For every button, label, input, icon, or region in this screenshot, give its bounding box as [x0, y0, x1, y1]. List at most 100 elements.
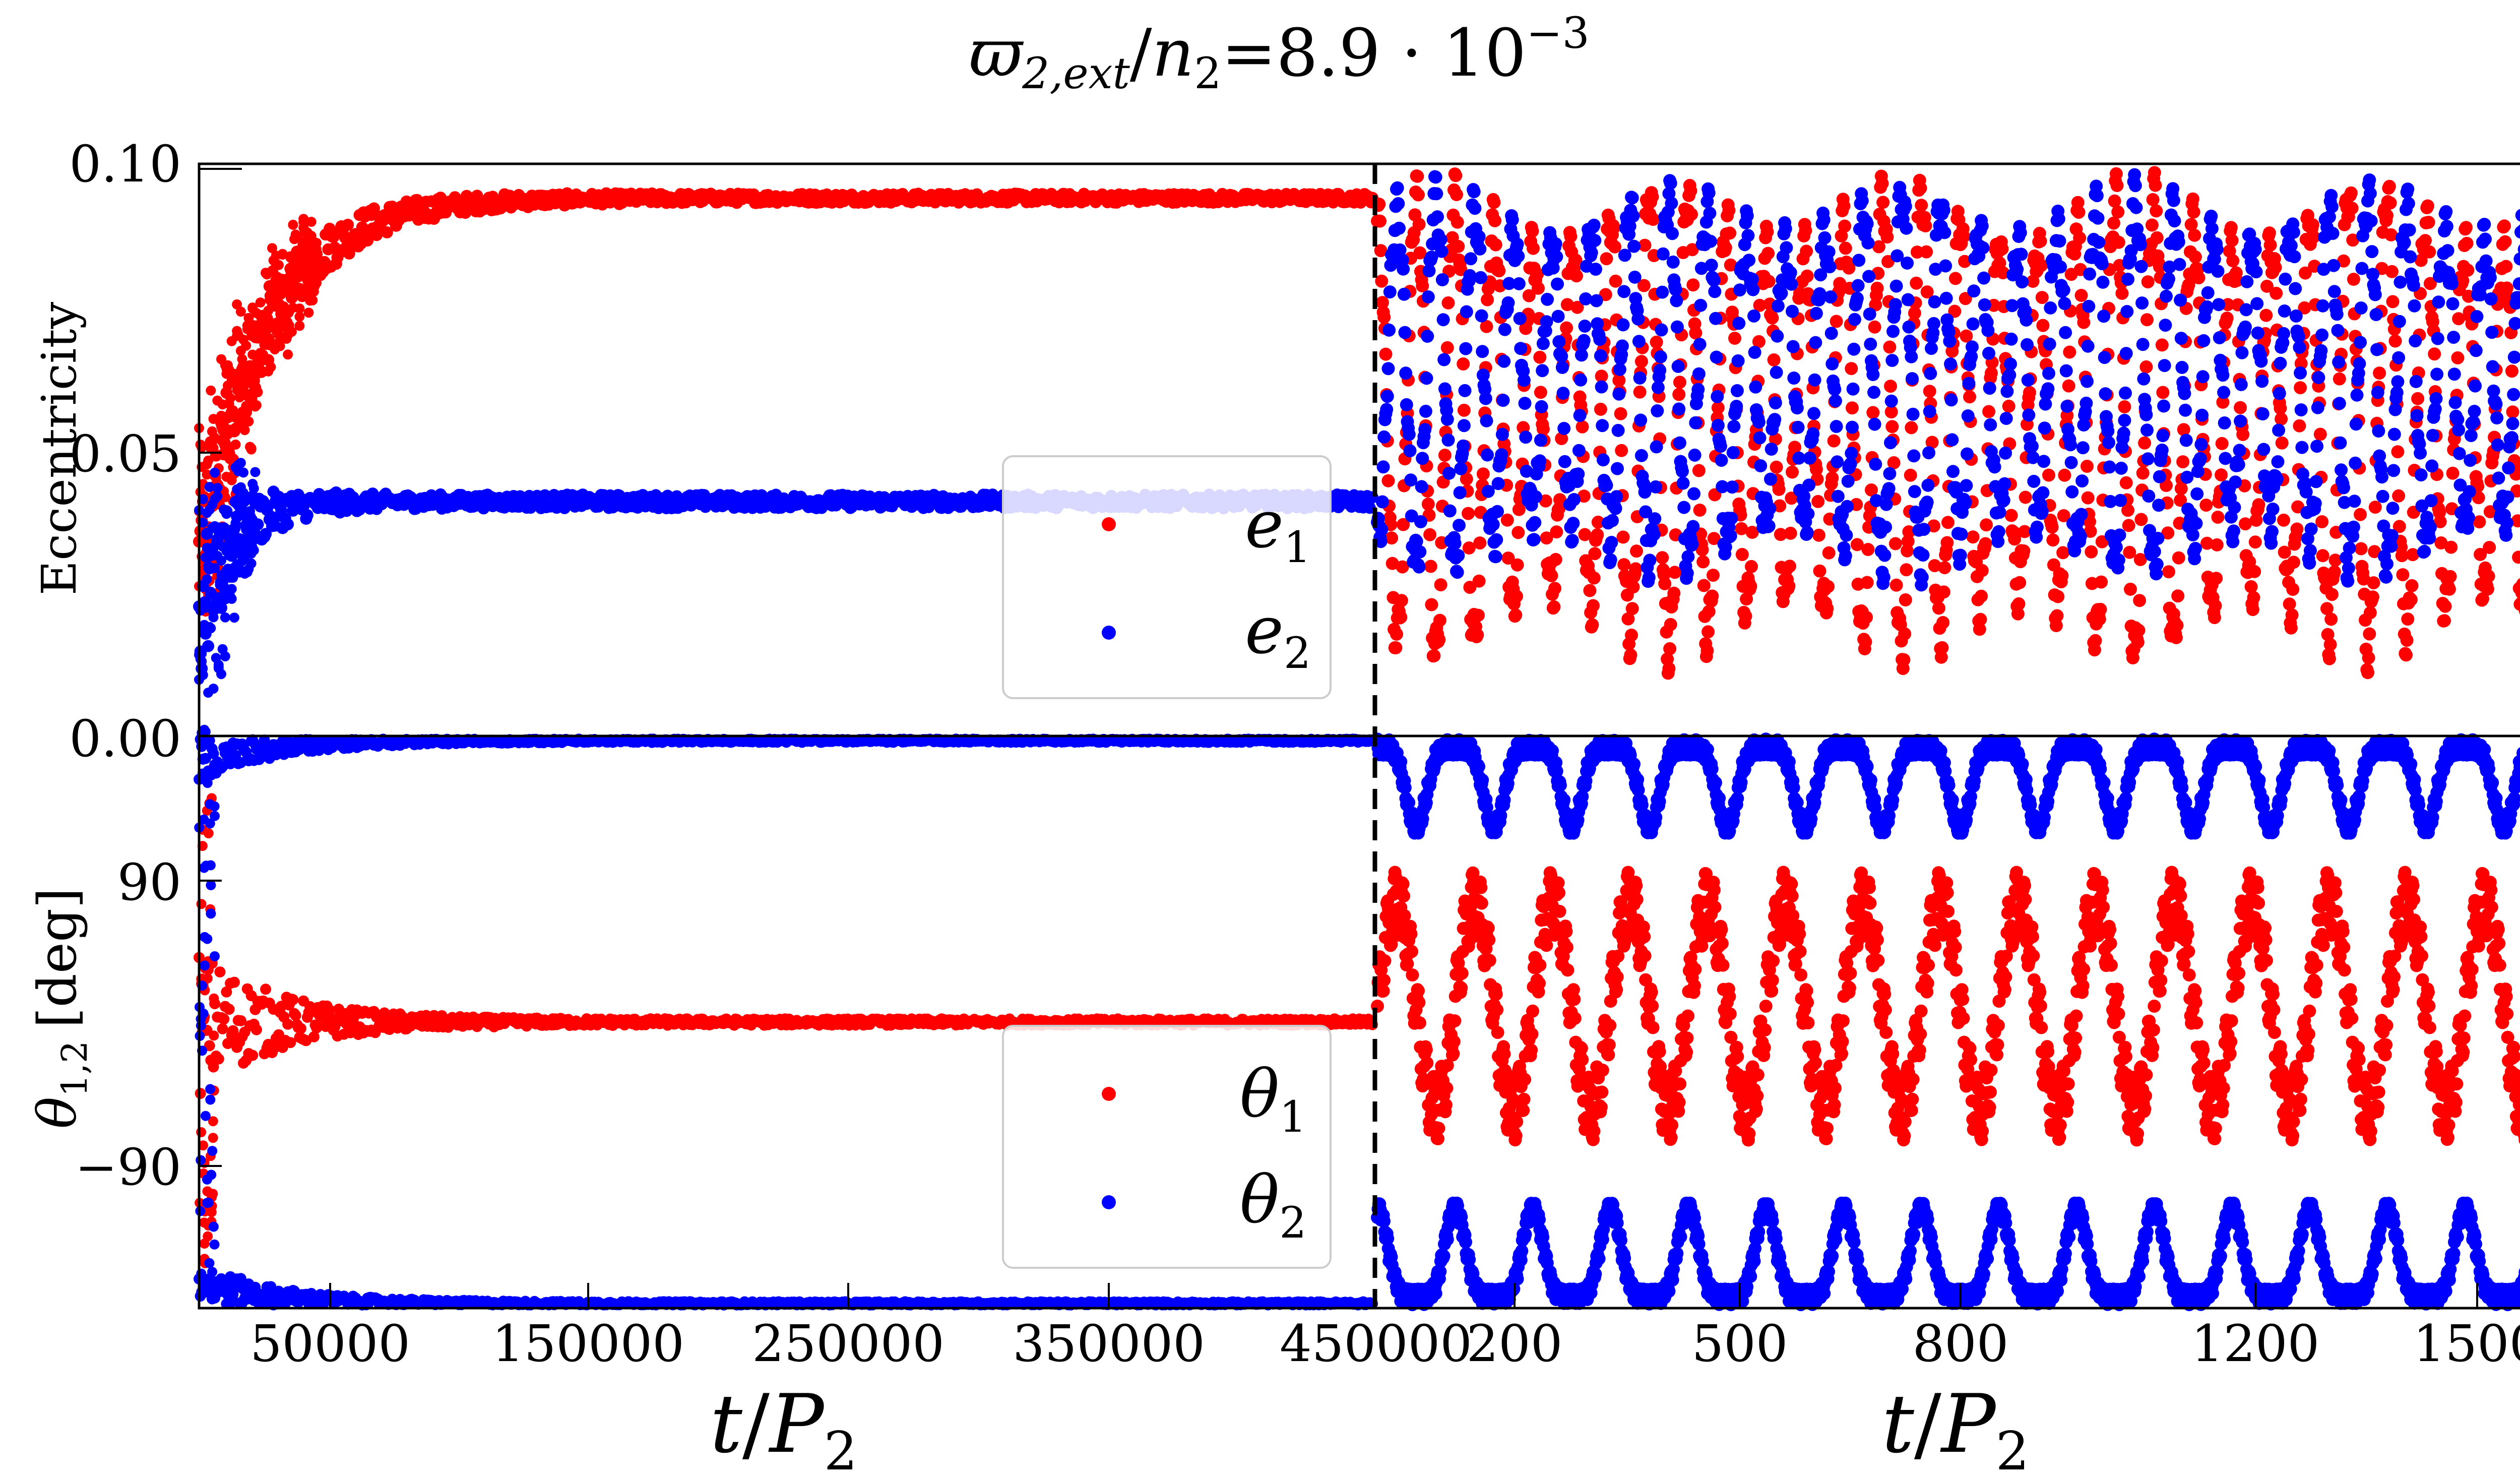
series-e2-short-point: [1916, 548, 1930, 562]
series-e1-short-point: [1697, 579, 1711, 592]
series-e1-short-point: [1576, 420, 1589, 434]
series-e1-short-point: [2072, 206, 2086, 219]
series-e2-short-point: [1458, 384, 1472, 397]
series-e1-short-point: [2506, 405, 2519, 419]
series-e2-short-point: [1448, 537, 1462, 550]
title-omega-sub: 2,ext: [1022, 49, 1130, 99]
series-e2-short-point: [2162, 272, 2175, 286]
series-e2-short-point: [2217, 386, 2231, 399]
series-e2-long-point: [208, 612, 219, 623]
series-e2-short-point: [1967, 284, 1981, 298]
series-e2-short-point: [1686, 520, 1700, 533]
series-e2-short-point: [2342, 562, 2355, 575]
series-e2-short-point: [1648, 512, 1662, 526]
series-e2-short-point: [1511, 250, 1525, 263]
series-e2-short-point: [1527, 533, 1541, 546]
series-e2-short-point: [1846, 420, 1859, 434]
series-e1-short-point: [1963, 390, 1976, 404]
series-e2-short-point: [1705, 259, 1718, 272]
series-e2-short-point: [1704, 234, 1717, 248]
series-e2-short-point: [2452, 447, 2466, 460]
series-e2-long-point: [221, 509, 232, 519]
series-e2-short-point: [1528, 516, 1542, 529]
series-e1-short-point: [2192, 271, 2206, 285]
series-e2-short-point: [1867, 386, 1880, 399]
series-e2-short-point: [2216, 368, 2230, 382]
series-e2-short-point: [2347, 520, 2360, 534]
series-e2-short-point: [2447, 367, 2461, 381]
series-e2-short-point: [1803, 451, 1816, 465]
series-e2-short-point: [2035, 505, 2049, 518]
series-e2-short-point: [1927, 317, 1940, 330]
series-e2-short-point: [1578, 320, 1592, 333]
series-e2-short-point: [2409, 334, 2422, 348]
series-e2-short-point: [1823, 260, 1837, 274]
series-e1-short-point: [2112, 235, 2125, 249]
series-e1-short-point: [1411, 169, 1424, 183]
series-e2-short-point: [2153, 470, 2166, 483]
series-e2-short-point: [1889, 279, 1903, 293]
series-e2-short-point: [1412, 560, 1426, 574]
series-e2-short-point: [2091, 211, 2105, 225]
series-e2-short-point: [1587, 218, 1601, 232]
series-e2-short-point: [2158, 359, 2171, 373]
series-e2-short-point: [2410, 409, 2424, 422]
series-e2-short-point: [1585, 246, 1598, 260]
series-e2-short-point: [1375, 495, 1389, 509]
series-e2-short-point: [1615, 339, 1629, 353]
series-e2-short-point: [2218, 416, 2231, 429]
series-e2-short-point: [1790, 401, 1804, 415]
series-e1-short-point: [2438, 614, 2451, 628]
series-e2-short-point: [1879, 520, 1893, 534]
series-e2-short-point: [1998, 477, 2011, 490]
series-e2-short-point: [2213, 331, 2226, 344]
series-e1-long-point: [471, 190, 483, 202]
series-e1-short-point: [2081, 460, 2094, 473]
series-e1-short-point: [1995, 242, 2009, 256]
series-e2-short-point: [2491, 438, 2504, 452]
series-e2-short-point: [1906, 372, 1919, 386]
series-e2-short-point: [2308, 497, 2322, 510]
series-e2-short-point: [1670, 294, 1683, 307]
series-e2-short-point: [2015, 275, 2029, 289]
series-e1-short-point: [1866, 406, 1880, 419]
series-e2-short-point: [2387, 427, 2401, 441]
series-e2-long-point: [198, 517, 208, 528]
series-e2-short-point: [2092, 235, 2106, 249]
series-e2-short-point: [1435, 273, 1449, 286]
series-e2-short-point: [2507, 350, 2520, 364]
series-e2-short-point: [1472, 230, 1486, 243]
series-e2-short-point: [1464, 252, 1478, 266]
series-e2-short-point: [1567, 493, 1581, 506]
series-e2-short-point: [1981, 324, 1995, 337]
series-e1-long-point: [230, 439, 241, 450]
series-e2-short-point: [2327, 259, 2341, 272]
series-e2-short-point: [1400, 398, 1413, 411]
series-e2-short-point: [1846, 382, 1860, 396]
series-e1-short-point: [1381, 474, 1395, 487]
series-e2-short-point: [1902, 320, 1916, 334]
series-e1-short-point: [1441, 296, 1455, 310]
series-e1-short-point: [1940, 536, 1954, 549]
series-e2-short-point: [1391, 181, 1404, 195]
series-e1-short-point: [1689, 326, 1703, 340]
series-e1-short-point: [1432, 633, 1446, 646]
series-e2-short-point: [1999, 412, 2013, 425]
series-e2-short-point: [2186, 528, 2199, 541]
series-e2-short-point: [1905, 350, 1918, 363]
series-e2-short-point: [1689, 416, 1703, 429]
series-e2-short-point: [1878, 548, 1892, 562]
series-e2-short-point: [2393, 275, 2407, 289]
series-e1-short-point: [1722, 204, 1736, 217]
series-e2-short-point: [2408, 299, 2421, 313]
series-e1-short-point: [1782, 579, 1796, 593]
series-e1-short-point: [2188, 228, 2201, 242]
series-e2-short-point: [1416, 452, 1429, 465]
series-e1-short-point: [1884, 380, 1897, 393]
series-e2-short-point: [2027, 474, 2041, 488]
series-e2-short-point: [1669, 283, 1682, 296]
series-e2-short-point: [1806, 427, 1820, 441]
series-e1-short-point: [2286, 583, 2300, 596]
series-e1-short-point: [1550, 525, 1563, 539]
series-e2-short-point: [2464, 454, 2477, 467]
